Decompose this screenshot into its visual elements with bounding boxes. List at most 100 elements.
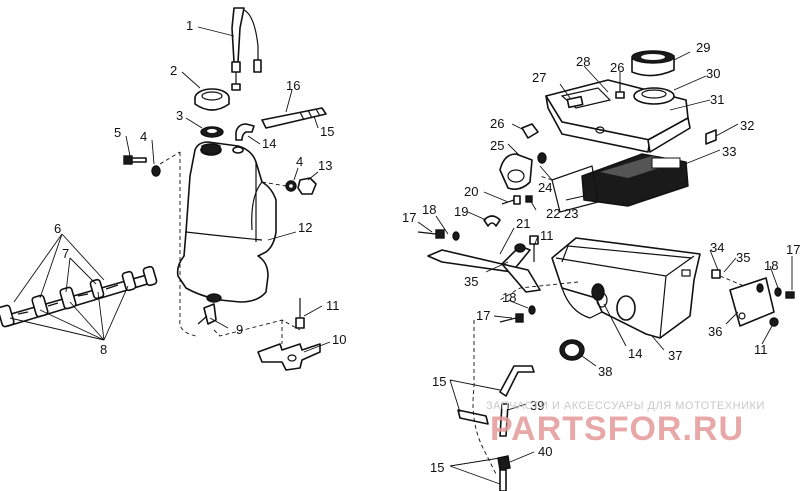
- clip-32: [705, 129, 717, 145]
- intake-seal: [633, 87, 675, 105]
- callout-7: 7: [62, 246, 69, 261]
- callout-35-left: 35: [464, 274, 478, 289]
- screw-26-top: [615, 82, 625, 99]
- tank-bracket: [257, 343, 321, 371]
- callout-18-a: 18: [422, 202, 436, 217]
- callout-12: 12: [298, 220, 312, 235]
- grommet-38: [559, 339, 585, 361]
- watermark-tagline: ЗАПЧАСТИ И АКСЕССУАРЫ ДЛЯ МОТОТЕХНИКИ: [486, 400, 765, 412]
- intake-boot: [631, 50, 675, 77]
- callout-23: 23: [564, 206, 578, 221]
- fuel-tank-assembly: [123, 7, 327, 371]
- callout-4-left: 4: [140, 129, 147, 144]
- hook-19: [483, 215, 501, 227]
- bolt-17-b: [499, 313, 524, 323]
- elbow-fitting-left: [235, 123, 255, 141]
- callout-11-left: 11: [326, 298, 340, 313]
- callout-15-lower: 15: [430, 460, 444, 475]
- callout-26-side: 26: [490, 116, 504, 131]
- washer-18-a: [452, 231, 460, 241]
- bolt-17-c: [785, 291, 795, 299]
- callout-27: 27: [532, 70, 546, 85]
- dash-line-tank-side: [179, 152, 197, 337]
- airbox-assembly: [417, 50, 795, 491]
- callout-30: 30: [706, 66, 720, 81]
- callout-38: 38: [598, 364, 612, 379]
- callout-24: 24: [538, 180, 552, 195]
- callout-29: 29: [696, 40, 710, 55]
- callout-3: 3: [176, 108, 183, 123]
- dash-line-airbox-tray: [539, 175, 553, 181]
- washer-4-right: [285, 180, 297, 192]
- leader-lines: [9, 26, 793, 485]
- callout-34: 34: [710, 240, 724, 255]
- callout-10: 10: [332, 332, 346, 347]
- fuel-tank-body: [176, 141, 277, 303]
- intake-sensor: [499, 152, 547, 190]
- callout-33: 33: [722, 144, 736, 159]
- callout-8: 8: [100, 342, 107, 357]
- callout-40: 40: [538, 444, 552, 459]
- callout-36: 36: [708, 324, 722, 339]
- bolt-11-left: [295, 298, 305, 329]
- callout-37: 37: [668, 348, 682, 363]
- nut-11-right: [769, 317, 779, 327]
- dash-line-airbox-right: [719, 275, 745, 287]
- callout-18-b: 18: [502, 290, 516, 305]
- callout-14-right: 14: [628, 346, 642, 361]
- callout-26-top: 26: [610, 60, 624, 75]
- cap-gasket: [200, 126, 224, 138]
- callout-14-left: 14: [262, 136, 276, 151]
- callout-19: 19: [454, 204, 468, 219]
- dash-line-tank-bolt: [159, 151, 181, 165]
- bracket-35-left: [501, 263, 541, 293]
- dash-line-petcock: [213, 319, 301, 337]
- callout-18-c: 18: [764, 258, 778, 273]
- callout-15-upper: 15: [432, 374, 446, 389]
- callout-39: 39: [530, 398, 544, 413]
- dash-line-airbox-left: [472, 320, 497, 475]
- callout-11-right: 11: [754, 342, 768, 357]
- dash-line-airbox-mid: [499, 281, 579, 301]
- bolt-5: [123, 155, 147, 165]
- callout-15-left: 15: [320, 124, 334, 139]
- callout-28: 28: [576, 54, 590, 69]
- callout-25: 25: [490, 138, 504, 153]
- filter-tray: [551, 165, 599, 213]
- grommet-14-right: [591, 283, 605, 301]
- drain-hose: [457, 365, 535, 491]
- callout-9: 9: [236, 322, 243, 337]
- callout-numbers: 1 2 3 4 4 5 6 7 8 9 10 11 11 11 12 13 14…: [54, 18, 800, 475]
- watermark-site: PARTSFOR.RU: [490, 410, 744, 448]
- callout-1: 1: [186, 18, 193, 33]
- fuel-cap: [194, 88, 230, 111]
- callout-22: 22: [546, 206, 560, 221]
- callout-2: 2: [170, 63, 177, 78]
- washer-18-b: [528, 305, 536, 315]
- fuel-line-assembly: [0, 265, 158, 328]
- screw-26-side: [521, 123, 539, 139]
- callout-5: 5: [114, 125, 121, 140]
- callout-17-a: 17: [402, 210, 416, 225]
- air-filter-element: [581, 153, 689, 207]
- nut-13: [297, 177, 317, 195]
- callout-20: 20: [464, 184, 478, 199]
- callout-32: 32: [740, 118, 754, 133]
- bracket-plate-36: [729, 277, 775, 327]
- callout-16: 16: [286, 78, 300, 93]
- nut-34: [711, 269, 721, 279]
- bolt-20: [501, 195, 521, 205]
- callout-6: 6: [54, 221, 61, 236]
- callout-4-right: 4: [296, 154, 303, 169]
- bolt-11-mid: [529, 235, 539, 262]
- callout-31: 31: [710, 92, 724, 107]
- washer-4-left: [151, 165, 161, 177]
- callout-17-c: 17: [786, 242, 800, 257]
- bolt-17-a: [417, 229, 445, 239]
- screw-22: [525, 195, 533, 203]
- callout-11-mid: 11: [540, 228, 554, 243]
- vent-hose: [261, 107, 327, 129]
- callout-35-right: 35: [736, 250, 750, 265]
- callout-21: 21: [516, 216, 530, 231]
